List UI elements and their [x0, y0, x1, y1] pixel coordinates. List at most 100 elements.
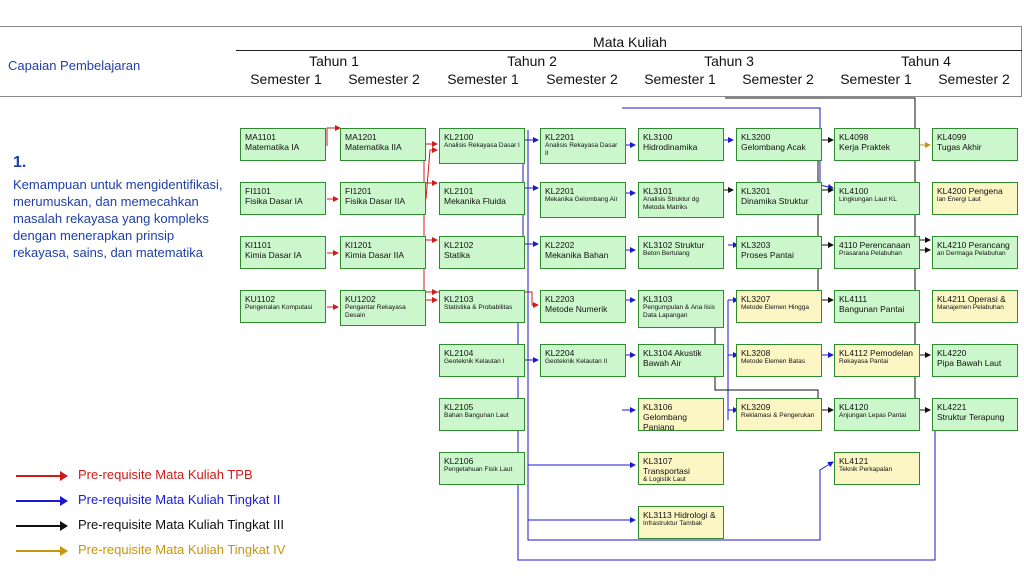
course-name: Manajemen Pelabuhan — [937, 304, 1004, 311]
semester-label: Semester 2 — [938, 71, 1010, 87]
course-name: Kerja Praktek — [839, 142, 891, 152]
course-name: Teknik Perkapalan — [839, 466, 893, 473]
semester-label: Semester 2 — [546, 71, 618, 87]
course-name: Hidrodinamika — [643, 142, 698, 152]
year-2-label: Tahun 2 — [507, 53, 557, 69]
course-code: KI1101 — [245, 240, 272, 250]
semester-label: Semester 1 — [250, 71, 322, 87]
course-code: KL3103 — [643, 294, 673, 304]
course-name: Pengetahuan Fisik Laut — [444, 466, 513, 473]
course-code: KL4120 — [839, 402, 869, 412]
course-code: KL3101 — [643, 186, 673, 196]
semester-label: Semester 1 — [644, 71, 716, 87]
course-name: Lingkungan Laut KL — [839, 196, 897, 203]
course-code: KL4100 — [839, 186, 869, 196]
course-code: KL4211 Operasi & — [937, 294, 1006, 304]
course-code: KL4200 Pengena — [937, 186, 1003, 196]
wire-tpb — [326, 125, 341, 146]
year-1-label: Tahun 1 — [309, 53, 359, 69]
course-code: KL4112 Pemodelan — [839, 348, 914, 358]
course-name: Kimia Dasar IA — [245, 250, 302, 260]
course-code: MA1101 — [245, 132, 277, 142]
legend-line — [16, 525, 64, 527]
course-name: Analisis Rekayasa Dasar II — [545, 142, 618, 157]
course-code: KL3200 — [741, 132, 771, 142]
course-name: Statistika & Probabilitas — [444, 304, 513, 311]
course-code: KL3102 Struktur — [643, 240, 705, 250]
course-kl4211[interactable]: KL4211 Operasi &Manajemen Pelabuhan — [932, 290, 1018, 323]
course-code: KL3106 — [643, 402, 673, 412]
course-name: Metode Numerik — [545, 304, 608, 314]
course-code: KL3113 Hidrologi & — [643, 510, 716, 520]
course-kl3107[interactable]: KL3107 Transportasi& Logistik Laut — [638, 452, 724, 485]
year-4-label: Tahun 4 — [901, 53, 951, 69]
course-code: KL4098 — [839, 132, 869, 142]
header-band — [0, 26, 1022, 97]
outcome-number: 1. — [13, 154, 27, 171]
course-kl3113[interactable]: KL3113 Hidrologi &Infrastruktur Tambak — [638, 506, 724, 539]
course-name: lan Energi Laut — [937, 196, 981, 203]
course-code: KL3201 — [741, 186, 771, 196]
course-code: KL3208 — [741, 348, 771, 358]
wire-tingkat2 — [522, 140, 539, 191]
semester-label: Semester 2 — [348, 71, 420, 87]
course-name: Reklamasi & Pengerukan — [741, 412, 815, 419]
course-name: Mekanika Fluida — [444, 196, 506, 206]
legend-line — [16, 475, 64, 477]
course-code: KL3107 Transportasi — [643, 456, 690, 476]
course-code: KL2104 — [444, 348, 474, 358]
course-code: KL2202 — [545, 240, 575, 250]
mata-kuliah-title: Mata Kuliah — [593, 34, 667, 50]
course-code: KL4099 — [937, 132, 967, 142]
course-code: KL3104 Akustik — [643, 348, 702, 358]
course-name: Geoteknik Kelautan II — [545, 358, 608, 365]
arrow-icon — [60, 546, 68, 556]
course-code: KL3207 — [741, 294, 771, 304]
arrow-icon — [60, 496, 68, 506]
